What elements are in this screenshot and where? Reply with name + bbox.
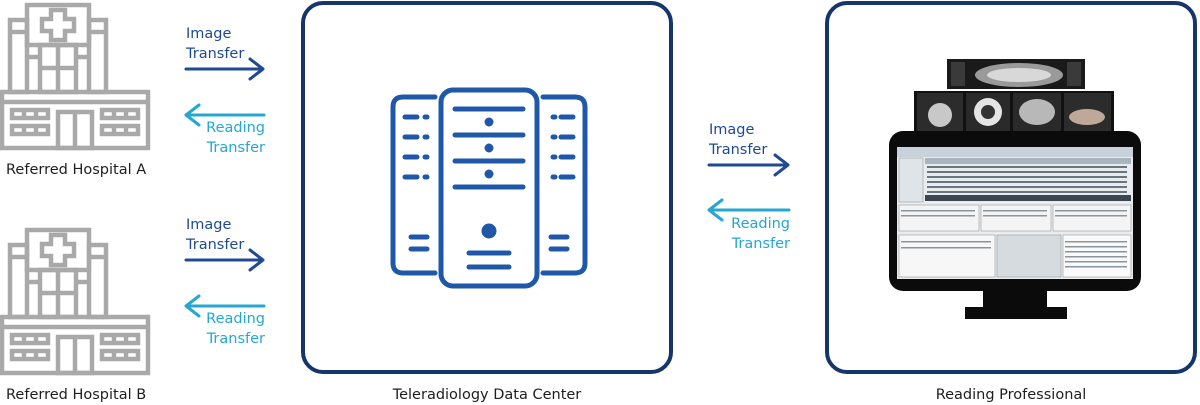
xray-panoramic-thumbnail	[947, 59, 1085, 89]
data-center-label: Teleradiology Data Center	[392, 387, 582, 403]
hospital-a-icon	[0, 2, 150, 150]
image-transfer-arrow-c	[707, 153, 791, 177]
server-rack-icon	[389, 87, 589, 291]
image-transfer-arrow-b	[184, 248, 266, 272]
ct-scan-thumbnails	[914, 91, 1114, 133]
reading-transfer-arrow-c	[707, 198, 791, 222]
reading-transfer-arrow-a	[184, 103, 266, 127]
reading-professional-panel	[825, 1, 1197, 374]
hospital-a-label: Referred Hospital A	[6, 162, 147, 178]
data-center-panel	[301, 1, 673, 374]
reading-professional-label: Reading Professional	[935, 387, 1087, 403]
monitor-workstation-icon	[889, 55, 1149, 325]
reading-transfer-arrow-b	[184, 294, 266, 318]
hospital-b-icon	[0, 227, 150, 375]
hospital-b-label: Referred Hospital B	[6, 387, 147, 403]
image-transfer-arrow-a	[184, 57, 266, 81]
